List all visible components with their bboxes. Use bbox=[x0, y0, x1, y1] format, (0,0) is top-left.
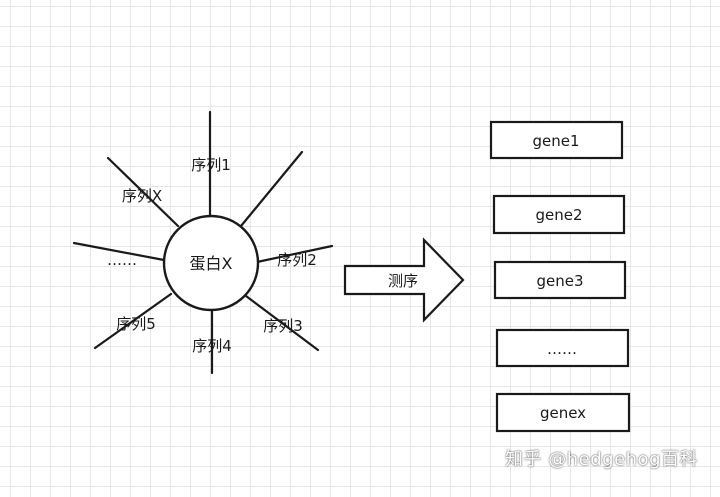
watermark-text: 知乎 @hedgehog百科 bbox=[505, 449, 698, 470]
protein-circle bbox=[162, 214, 260, 312]
gene-label-2: gene2 bbox=[535, 206, 582, 224]
gene-box-3 bbox=[493, 260, 627, 300]
sequence-label-ellipsis: …… bbox=[107, 251, 137, 269]
sequencing-arrow bbox=[343, 237, 465, 323]
gene-label-x: genex bbox=[540, 404, 586, 422]
gene-label-1: gene1 bbox=[532, 132, 579, 150]
spoke-bottom-left bbox=[93, 292, 173, 350]
protein-label: 蛋白X bbox=[190, 254, 233, 273]
spoke-left bbox=[72, 241, 166, 262]
gene-box-1 bbox=[489, 120, 624, 160]
gene-box-ellipsis bbox=[495, 328, 630, 368]
spoke-top-left bbox=[106, 156, 180, 228]
sequence-label-x: 序列X bbox=[122, 187, 162, 205]
spoke-bottom-right bbox=[244, 294, 320, 352]
spoke-right bbox=[255, 244, 334, 264]
sequencing-arrow-label: 测序 bbox=[388, 272, 418, 290]
gene-box-x bbox=[495, 392, 631, 433]
sequence-label-1: 序列1 bbox=[191, 156, 231, 174]
gene-label-3: gene3 bbox=[536, 272, 583, 290]
gene-list bbox=[489, 120, 631, 433]
spoke-top-right bbox=[239, 150, 304, 228]
gene-label-ellipsis: …… bbox=[547, 340, 577, 358]
gene-box-2 bbox=[492, 194, 626, 235]
protein-spokes bbox=[72, 110, 334, 375]
sequence-label-3: 序列3 bbox=[263, 317, 303, 335]
sequence-label-5: 序列5 bbox=[116, 315, 156, 333]
sequence-label-2: 序列2 bbox=[277, 251, 317, 269]
sequence-label-4: 序列4 bbox=[192, 337, 232, 355]
